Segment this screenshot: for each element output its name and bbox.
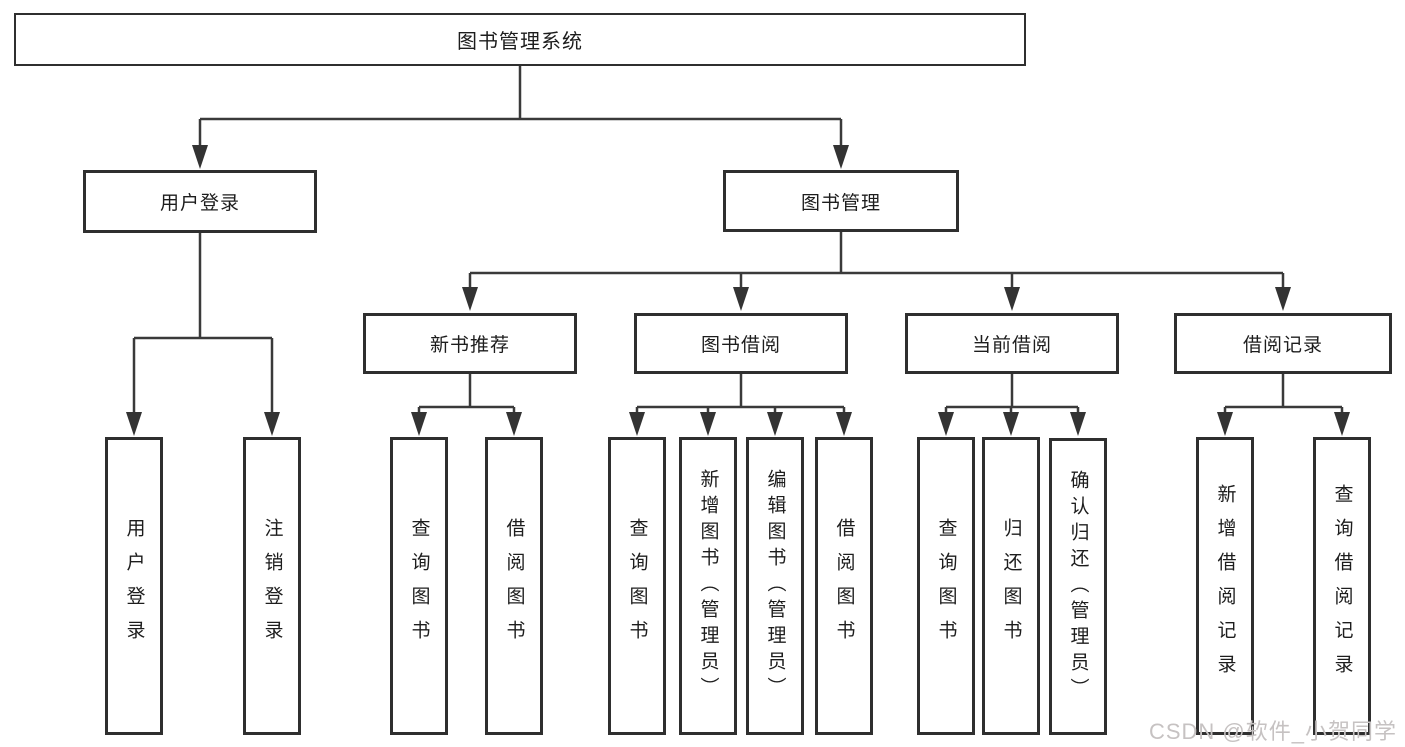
arrowhead-icons [126, 145, 1350, 436]
node-leaf-logout: 注销登录 [243, 437, 301, 735]
node-book-management: 图书管理 [723, 170, 959, 232]
node-leaf-return-books: 归还图书 [982, 437, 1040, 735]
node-borrow-record: 借阅记录 [1174, 313, 1392, 374]
node-leaf-confirm-return-admin: 确认归还（管理员） [1049, 438, 1107, 735]
node-book-borrow: 图书借阅 [634, 313, 848, 374]
node-leaf-add-books-admin: 新增图书（管理员） [679, 437, 737, 735]
node-new-book-recommend: 新书推荐 [363, 313, 577, 374]
node-leaf-add-borrow-record: 新增借阅记录 [1196, 437, 1254, 735]
node-leaf-query-borrow-record: 查询借阅记录 [1313, 437, 1371, 735]
node-leaf-rec-borrow-books: 借阅图书 [485, 437, 543, 735]
node-leaf-user-login: 用户登录 [105, 437, 163, 735]
node-leaf-rec-query-books: 查询图书 [390, 437, 448, 735]
node-leaf-borrow-books: 借阅图书 [815, 437, 873, 735]
node-user-login: 用户登录 [83, 170, 317, 233]
node-leaf-edit-books-admin: 编辑图书（管理员） [746, 437, 804, 735]
node-leaf-current-query-books: 查询图书 [917, 437, 975, 735]
node-leaf-borrow-query-books: 查询图书 [608, 437, 666, 735]
csdn-watermark: CSDN @软件_小贺同学 [1148, 719, 1397, 744]
node-root: 图书管理系统 [14, 13, 1026, 66]
node-current-borrow: 当前借阅 [905, 313, 1119, 374]
